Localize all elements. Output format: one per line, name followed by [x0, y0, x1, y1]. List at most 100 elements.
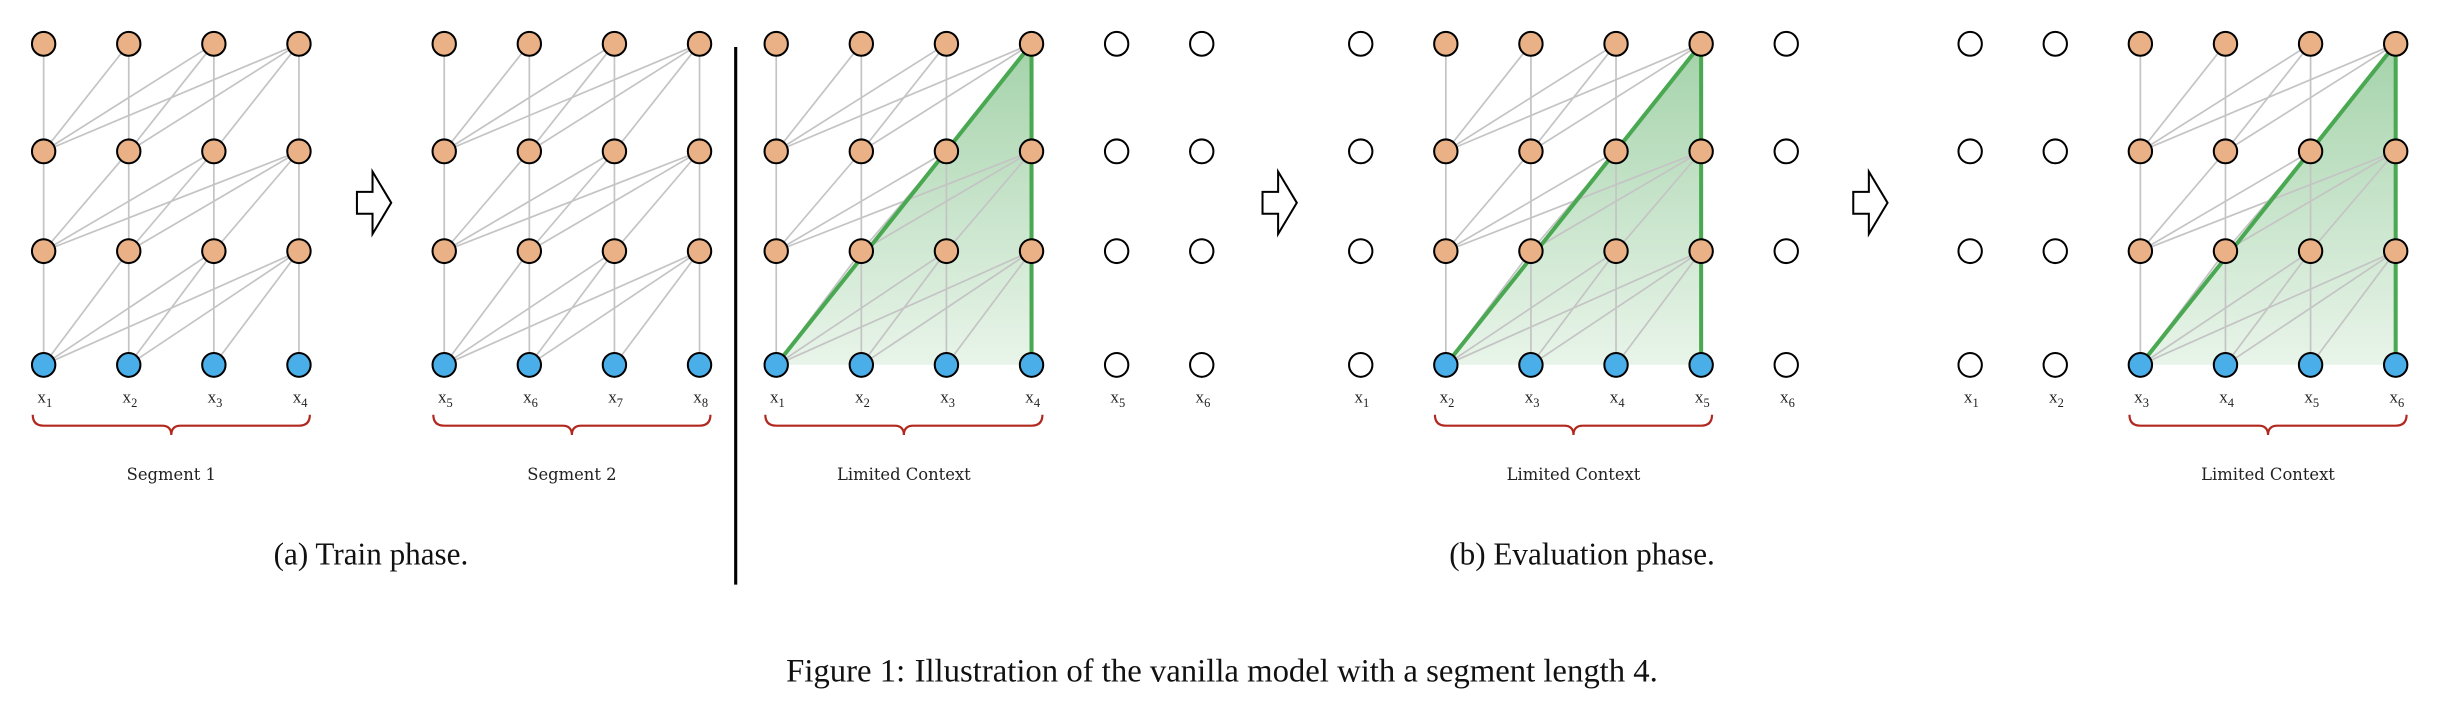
- hidden-node: [201, 238, 227, 265]
- attention-edge: [443, 250, 531, 366]
- hidden-node: [2382, 138, 2409, 165]
- attention-edge: [213, 150, 300, 252]
- token-symbol: x: [1695, 387, 1704, 406]
- empty-node: [1189, 351, 1215, 378]
- hidden-node: [2127, 138, 2154, 165]
- token-label: x1: [1354, 387, 1369, 410]
- input-node: [2297, 351, 2324, 378]
- hidden-node: [1018, 138, 1045, 165]
- attention-edge: [2225, 43, 2397, 153]
- attention-edge: [2139, 43, 2312, 153]
- context-boundary: [2138, 42, 2398, 367]
- token-label: x5: [1110, 387, 1125, 410]
- hidden-node: [1603, 238, 1629, 265]
- empty-node: [1348, 351, 1374, 378]
- attention-edge: [443, 43, 615, 153]
- input-node: [116, 351, 142, 378]
- attention-edge: [443, 150, 700, 252]
- empty-node: [1348, 30, 1374, 57]
- input-node: [601, 351, 628, 378]
- token-symbol: x: [123, 387, 132, 406]
- attention-edge: [443, 150, 615, 252]
- brace-label: Limited Context: [2201, 465, 2335, 484]
- token-symbol: x: [1780, 387, 1789, 406]
- empty-node: [1957, 351, 1983, 378]
- empty-node: [1957, 138, 1983, 165]
- hidden-node: [2382, 30, 2409, 57]
- attention-edge: [443, 250, 615, 366]
- hidden-node: [2297, 238, 2324, 265]
- hidden-node: [601, 30, 628, 57]
- token-label: x4: [293, 387, 309, 410]
- input-node: [1018, 351, 1045, 378]
- context-brace: [2128, 414, 2408, 436]
- empty-node: [1773, 351, 1799, 378]
- brace-label: Limited Context: [1507, 465, 1641, 484]
- token-symbol: x: [1610, 387, 1619, 406]
- token-index: 6: [2398, 396, 2404, 410]
- token-label: x4: [2219, 387, 2235, 410]
- hidden-node: [201, 138, 227, 165]
- hidden-node: [2127, 238, 2154, 265]
- token-index: 6: [1789, 396, 1795, 410]
- token-label: x4: [1610, 387, 1626, 410]
- token-symbol: x: [693, 387, 702, 406]
- token-index: 3: [216, 396, 222, 410]
- token-index: 1: [46, 396, 52, 410]
- input-node: [763, 351, 789, 378]
- input-node: [2127, 351, 2154, 378]
- token-label: x2: [855, 387, 870, 410]
- attention-edges: [443, 43, 701, 366]
- input-node: [2382, 351, 2409, 378]
- token-symbol: x: [608, 387, 617, 406]
- input-node: [1433, 351, 1459, 378]
- attention-edge: [128, 43, 300, 153]
- input-node: [2212, 351, 2239, 378]
- hidden-node: [601, 138, 628, 165]
- caption-prefix: Figure 1:: [786, 653, 905, 689]
- context-region: [776, 43, 1032, 365]
- token-symbol: x: [2049, 387, 2058, 406]
- empty-node: [2042, 351, 2068, 378]
- hidden-node: [1518, 138, 1544, 165]
- input-node: [686, 351, 713, 378]
- token-label: x6: [2389, 387, 2404, 410]
- hidden-node: [1688, 138, 1714, 165]
- attention-edge: [2139, 150, 2227, 252]
- token-index: 1: [779, 396, 785, 410]
- attention-edge: [43, 250, 300, 366]
- attention-edge: [2225, 150, 2397, 252]
- attention-edge: [613, 43, 701, 152]
- empty-node: [1103, 351, 1130, 378]
- context-brace: [1433, 414, 1714, 436]
- input-node: [1603, 351, 1629, 378]
- hidden-node: [686, 30, 713, 57]
- attention-edge: [1615, 150, 1702, 252]
- token-label: x3: [208, 387, 223, 410]
- context-boundary: [774, 42, 1034, 367]
- empty-node: [2042, 238, 2068, 265]
- hidden-node: [686, 138, 713, 165]
- attention-edge: [1445, 250, 1702, 366]
- token-index: 2: [131, 396, 137, 410]
- hidden-node: [848, 238, 875, 265]
- attention-edge: [775, 43, 947, 153]
- attention-edge: [775, 150, 862, 252]
- hidden-node: [30, 30, 57, 57]
- hidden-node: [1603, 30, 1629, 57]
- hidden-node: [1433, 30, 1459, 57]
- input-node: [1688, 351, 1714, 378]
- token-symbol: x: [1354, 387, 1363, 406]
- empty-node: [1189, 30, 1215, 57]
- attention-edge: [775, 250, 1032, 366]
- subcaption-eval: (b) Evaluation phase.: [1449, 536, 1715, 571]
- token-symbol: x: [770, 387, 779, 406]
- attention-edge: [1445, 150, 1532, 252]
- token-label: x2: [123, 387, 138, 410]
- hidden-node: [1518, 30, 1544, 57]
- attention-edge: [775, 43, 1032, 153]
- token-symbol: x: [37, 387, 46, 406]
- attention-edge: [2139, 150, 2312, 252]
- token-label: x1: [37, 387, 52, 410]
